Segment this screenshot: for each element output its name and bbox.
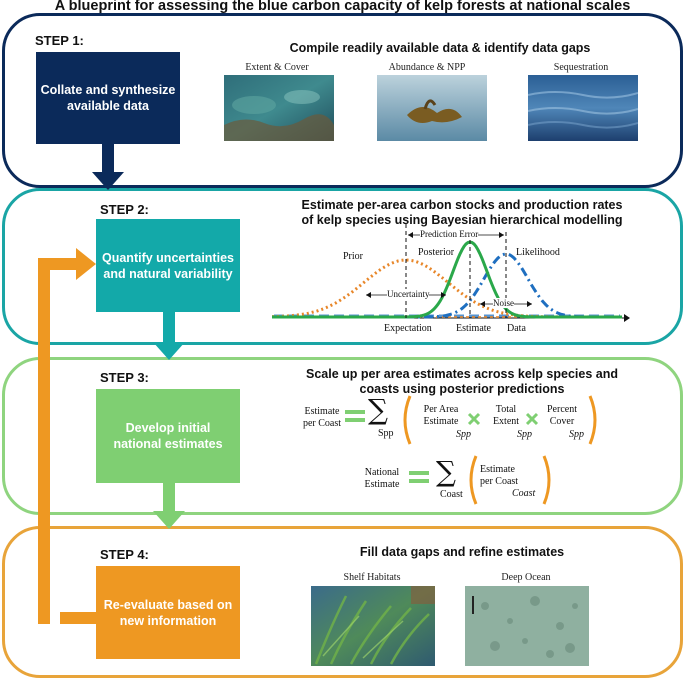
caption-extent-cover: Extent & Cover [245, 62, 309, 73]
step1-box: Collate and synthesize available data [36, 52, 180, 144]
eq1-lhs-line1: Estimate [304, 406, 340, 417]
step3-label: STEP 3: [100, 370, 149, 385]
data-label: Data [507, 323, 526, 334]
step2-box-text: Quantify uncertainties and natural varia… [102, 250, 234, 281]
eq2-sum-index: Coast [440, 489, 463, 500]
eq2-term-line1: Estimate [480, 464, 515, 475]
prediction-error-label: Prediction Error [420, 229, 479, 239]
eq1-term2-line1: Total [495, 404, 517, 415]
estimate-label: Estimate [456, 323, 491, 334]
eq1-sum-symbol: ∑ [368, 393, 388, 426]
prior-label: Prior [343, 251, 363, 262]
step3-box-text: Develop initial national estimates [113, 421, 223, 451]
eq1-term3-line2: Cover [549, 416, 575, 427]
eq1-term1-index: Spp [456, 429, 471, 440]
step1-box-text: Collate and synthesize available data [40, 83, 176, 113]
prior-curve [272, 258, 622, 319]
eq1-sum-index: Spp [378, 428, 394, 439]
step3-heading-1: Scale up per area estimates across kelp … [306, 367, 618, 381]
sequestration-image [528, 75, 638, 141]
eq1-term3-line1: Percent [547, 404, 577, 415]
step1-label: STEP 1: [35, 33, 84, 48]
eq2-lhs: National Estimate [358, 467, 406, 491]
step1-heading: Compile readily available data & identif… [289, 41, 591, 55]
eq1-term2-line2: Extent [492, 416, 520, 427]
bayesian-diagram [272, 224, 630, 322]
posterior-label: Posterior [418, 247, 455, 258]
extent-cover-image [224, 75, 334, 141]
caption-abundance-npp: Abundance & NPP [388, 62, 466, 73]
caption-deep-ocean: Deep Ocean [501, 572, 551, 583]
eq1-term3-index: Spp [569, 429, 584, 440]
eq1-term3: Percent Cover [538, 404, 586, 428]
eq1-equals [345, 410, 365, 422]
eq1-term1-line1: Per Area [423, 404, 459, 415]
eq1-brackets [403, 395, 597, 445]
step2-label: STEP 2: [100, 202, 149, 217]
noise-label: Noise [493, 298, 514, 308]
likelihood-label: Likelihood [516, 247, 560, 258]
step4-box-text: Re-evaluate based on new information [103, 597, 233, 628]
step2-heading-1: Estimate per-area carbon stocks and prod… [301, 198, 623, 212]
eq1-term2-index: Spp [517, 429, 532, 440]
eq2-term-index: Coast [512, 488, 536, 499]
shelf-habitats-image [311, 586, 435, 666]
caption-shelf-habitats: Shelf Habitats [343, 572, 401, 583]
step4-box: Re-evaluate based on new information [96, 566, 240, 659]
eq2-brackets [469, 455, 551, 505]
eq1-term1: Per Area Estimate [415, 404, 467, 428]
step3-heading-2: coasts using posterior predictions [359, 382, 565, 396]
step2-box: Quantify uncertainties and natural varia… [96, 219, 240, 312]
step2-heading-2: of kelp species using Bayesian hierarchi… [301, 213, 623, 227]
eq2-lhs-line2: Estimate [364, 479, 400, 490]
page-title: A blueprint for assessing the blue carbo… [54, 0, 631, 14]
eq1-term2: Total Extent [486, 404, 526, 428]
eq2-sum-symbol: ∑ [436, 455, 456, 488]
eq2-equals [409, 471, 429, 483]
eq2-lhs-line1: National [364, 467, 400, 478]
expectation-label: Expectation [384, 323, 432, 334]
eq2-term-line2: per Coast [480, 476, 519, 487]
eq1-lhs: Estimate per Coast [296, 406, 348, 430]
step4-heading: Fill data gaps and refine estimates [359, 545, 565, 559]
step3-box: Develop initial national estimates [96, 389, 240, 483]
eq1-lhs-line2: per Coast [302, 418, 342, 429]
caption-sequestration: Sequestration [553, 62, 609, 73]
eq1-term1-line2: Estimate [423, 416, 459, 427]
deep-ocean-image [465, 586, 589, 666]
step4-label: STEP 4: [100, 547, 149, 562]
abundance-npp-image [377, 75, 487, 141]
uncertainty-label: Uncertainty [387, 289, 430, 299]
posterior-curve [272, 240, 622, 319]
eq2-term: Estimate per Coast [480, 464, 518, 488]
